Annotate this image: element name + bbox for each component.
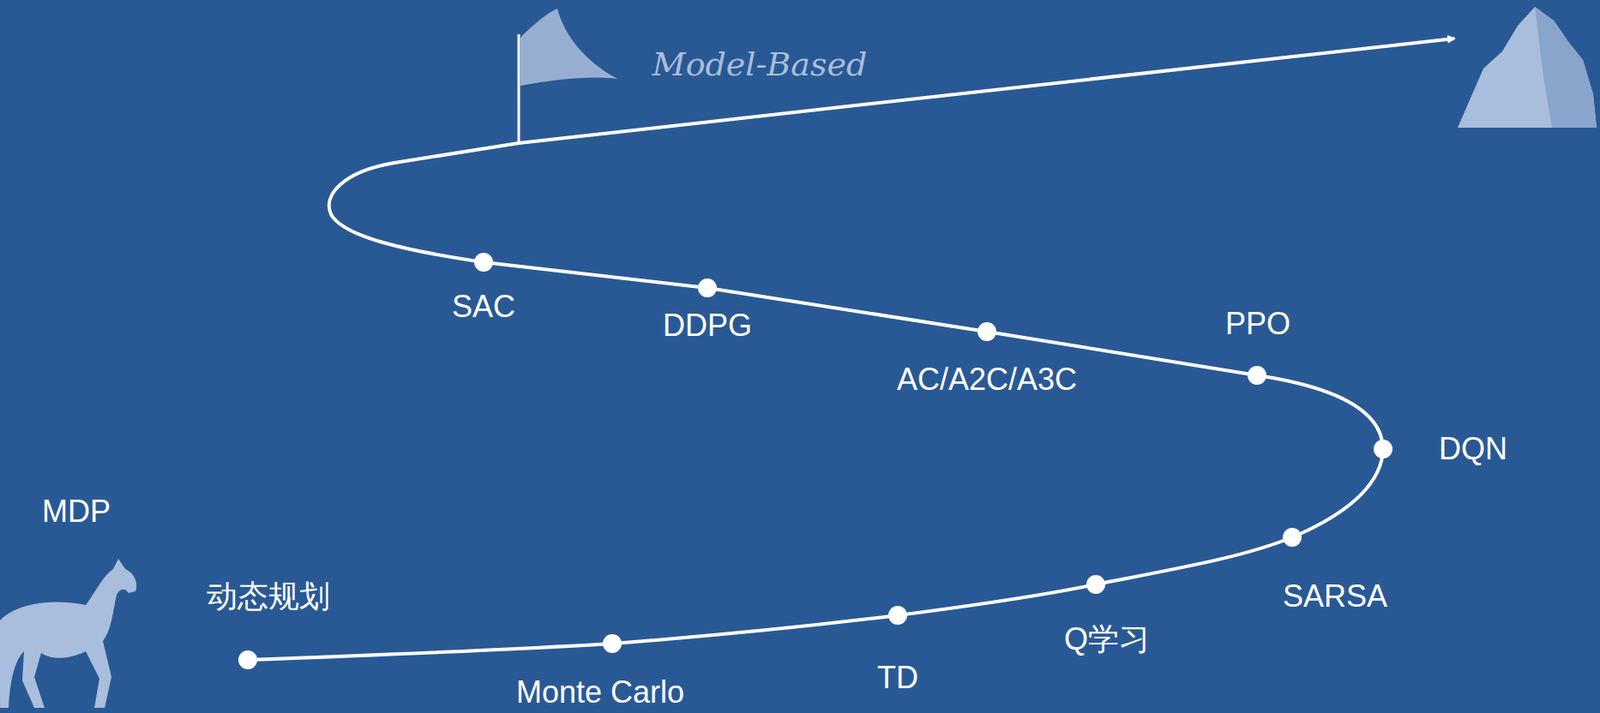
milestone-label: SAC (451, 289, 516, 325)
horse-silhouette (0, 559, 137, 709)
milestone-label: Monte Carlo (516, 675, 685, 710)
milestone-label: TD (877, 661, 919, 696)
milestone-dots (238, 252, 1393, 670)
milestone-label: Q学习 (1064, 622, 1150, 657)
mountain-shade (1534, 6, 1597, 128)
flag (520, 8, 618, 86)
milestone-label: DDPG (662, 308, 752, 343)
stage-label: MDP (42, 494, 111, 530)
milestone-label: AC/A2C/A3C (896, 362, 1077, 397)
milestone-label: DQN (1438, 432, 1508, 467)
flag-pole (517, 34, 521, 145)
milestone-label: SARSA (1282, 579, 1388, 614)
stage-label: 动态规划 (206, 579, 331, 614)
mountain-silhouette (1457, 6, 1597, 128)
goal-label: Model-Based (652, 47, 868, 84)
milestone-label: PPO (1225, 306, 1291, 342)
road-curve (247, 38, 1455, 661)
